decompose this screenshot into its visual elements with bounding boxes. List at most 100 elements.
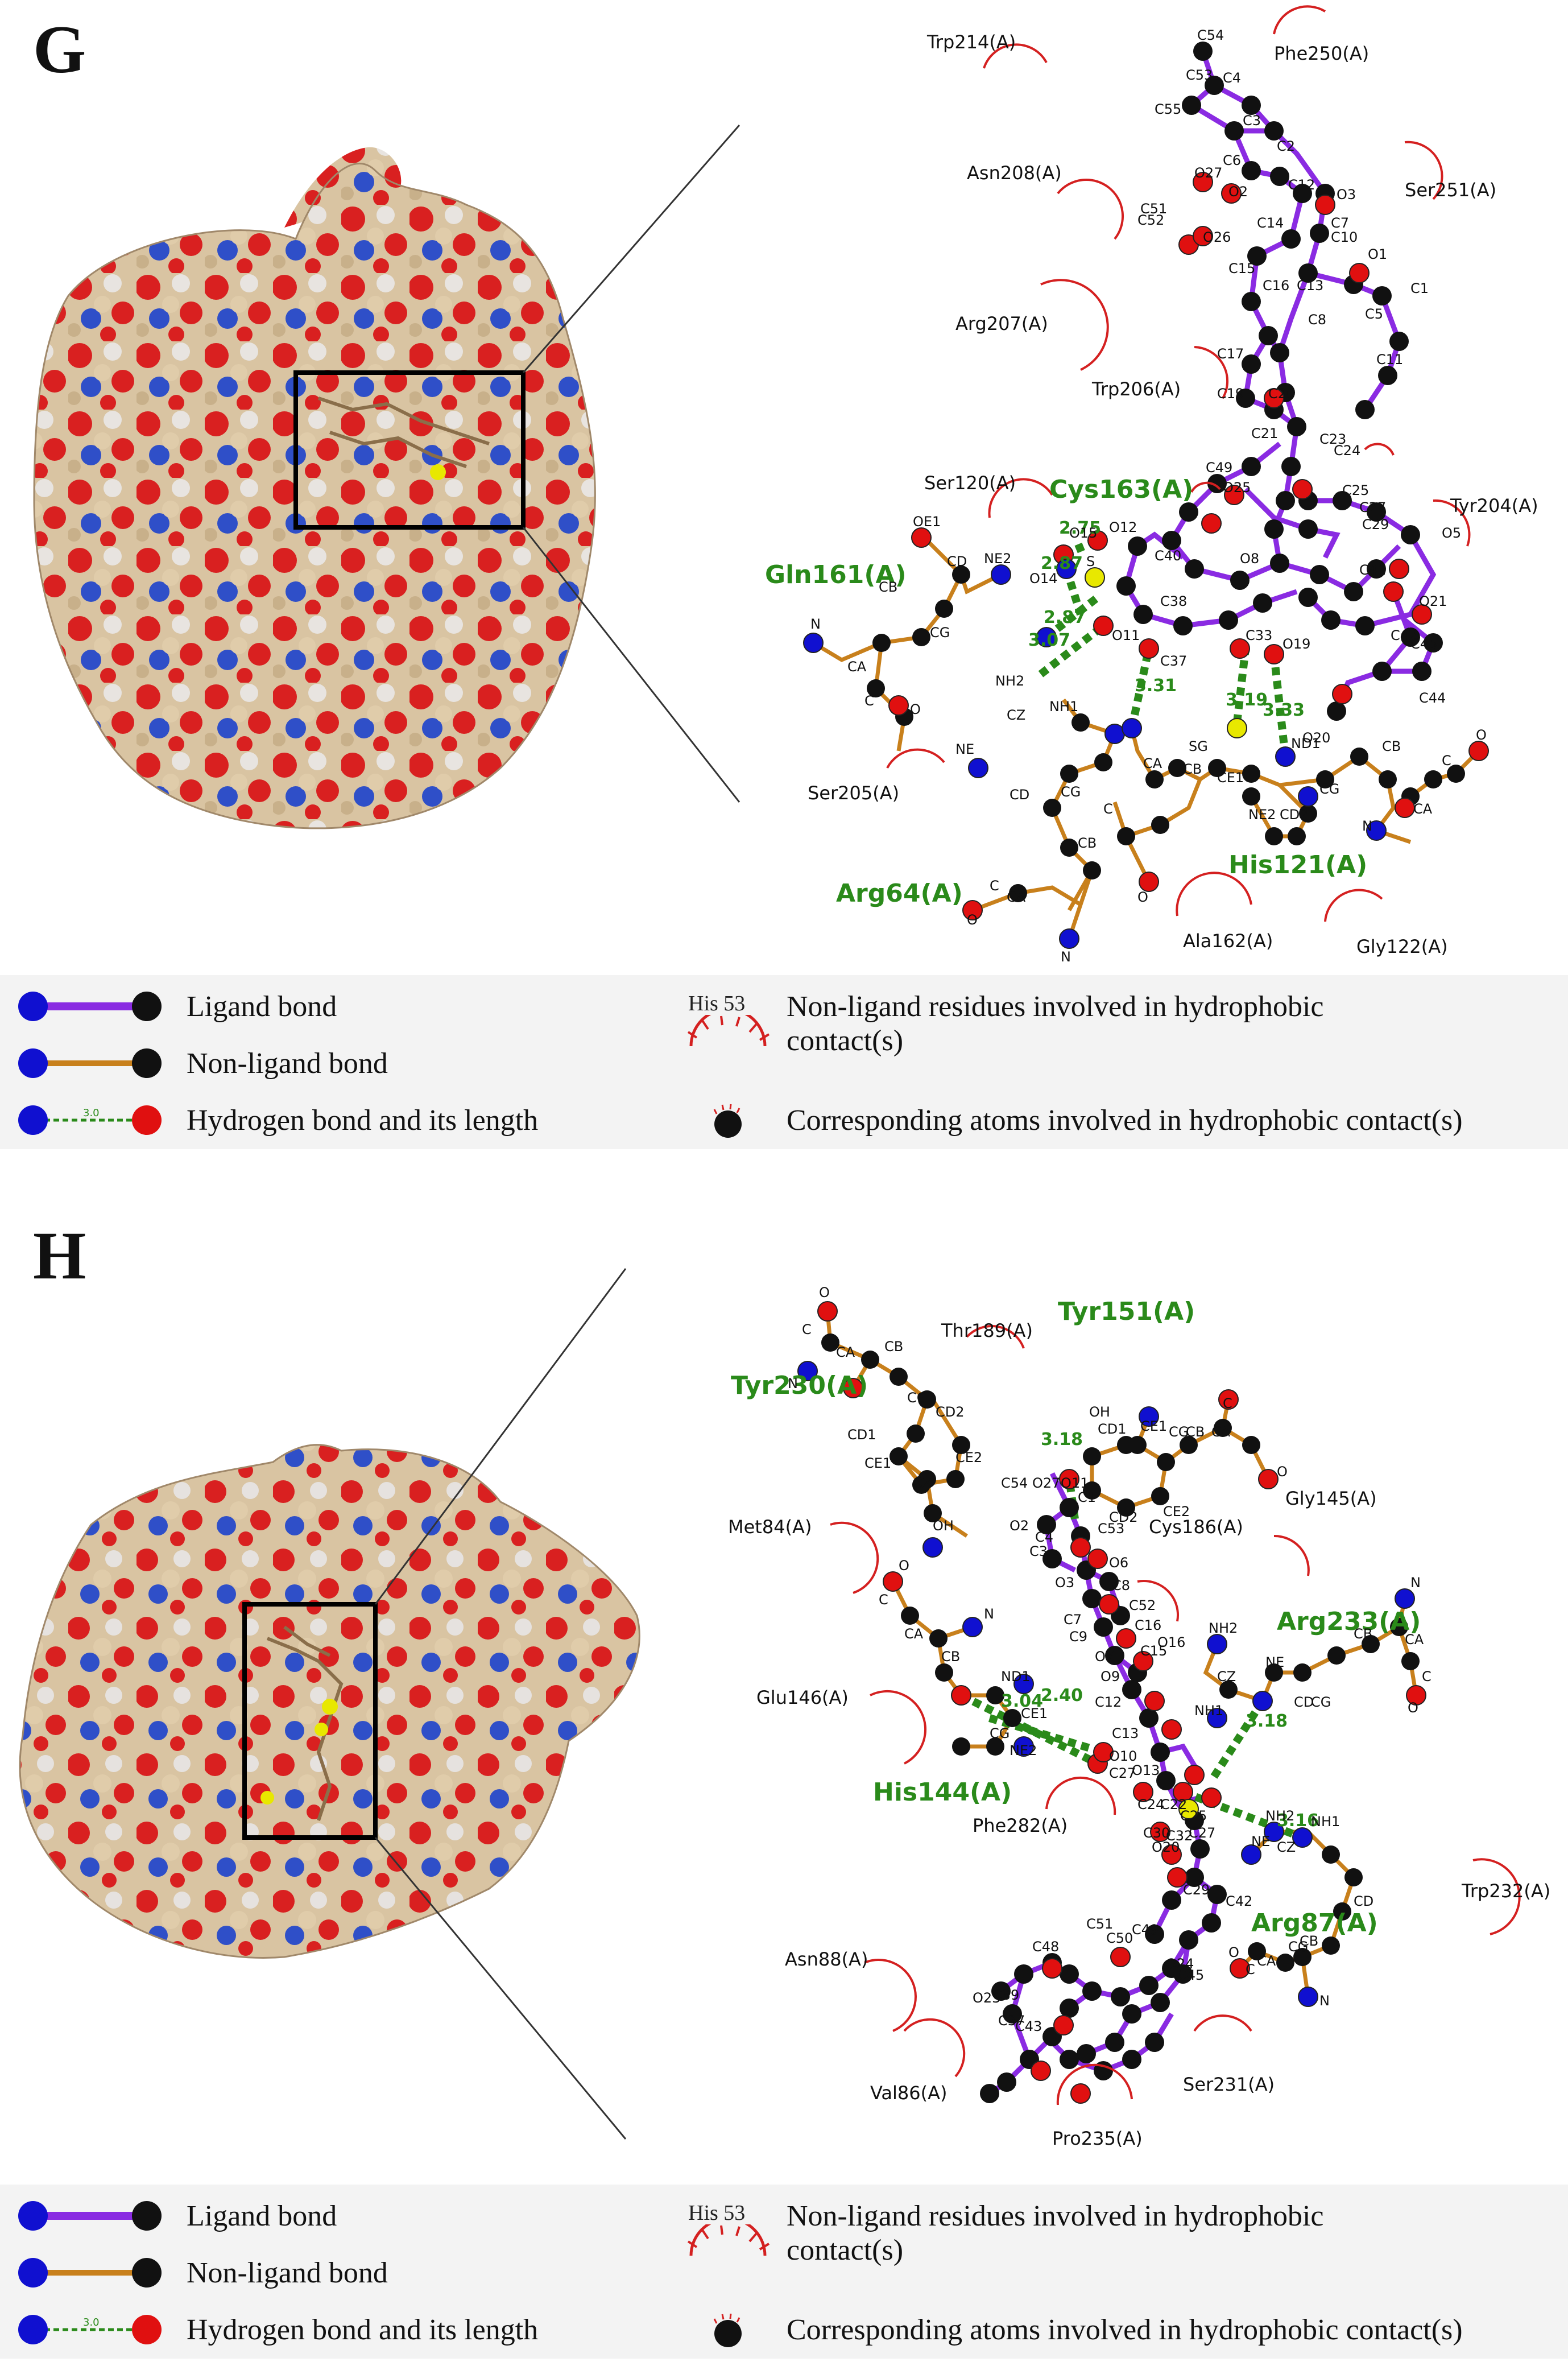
panel-letter-g: G: [33, 11, 86, 87]
svg-text:O: O: [899, 1558, 909, 1574]
svg-text:N: N: [1061, 949, 1071, 965]
svg-text:O: O: [1476, 727, 1487, 743]
svg-text:NE2: NE2: [1248, 807, 1276, 823]
svg-text:3.18: 3.18: [1041, 1430, 1083, 1450]
legend-hydrophobic-residues-h: His 53 Non-ligand residues involved in h…: [682, 2196, 1547, 2281]
svg-text:C: C: [1246, 1962, 1255, 1977]
svg-text:OH: OH: [1089, 1404, 1110, 1420]
svg-text:O16: O16: [1157, 1634, 1185, 1650]
svg-text:C49: C49: [1206, 460, 1232, 476]
svg-text:C2: C2: [1277, 138, 1295, 154]
residue-tyr230: Tyr230(A): [731, 1371, 868, 1400]
hydrophobic-arcs-g: [886, 5, 1471, 922]
svg-text:CD: CD: [1294, 1694, 1314, 1710]
svg-text:C16: C16: [1135, 1617, 1161, 1633]
svg-text:O27: O27: [1032, 1475, 1060, 1491]
svg-text:CG: CG: [1169, 1424, 1189, 1440]
svg-text:C1: C1: [1078, 1489, 1096, 1505]
svg-text:2.75: 2.75: [1059, 518, 1101, 538]
svg-text:Trp214(A): Trp214(A): [926, 31, 1016, 53]
svg-text:3.33: 3.33: [1263, 700, 1305, 720]
legend-non-ligand-bond-h: Non-ligand bond: [16, 2253, 670, 2293]
svg-text:C4: C4: [1035, 1529, 1053, 1545]
svg-text:NE: NE: [1265, 1654, 1284, 1670]
svg-text:O5: O5: [1442, 525, 1461, 541]
svg-text:CG: CG: [990, 1725, 1010, 1741]
hydrophobic-arcs-h: [830, 1325, 1521, 2105]
legend-hbond-h: 3.0 Hydrogen bond and its length: [16, 2310, 670, 2350]
svg-text:CB: CB: [1186, 1424, 1205, 1440]
legend-hydrophobic-atoms: Corresponding atoms involved in hydropho…: [682, 1100, 1547, 1140]
svg-text:O14: O14: [1029, 571, 1057, 587]
svg-text:O2: O2: [1010, 1518, 1029, 1534]
svg-text:C9: C9: [1069, 1629, 1087, 1645]
svg-text:O19: O19: [1282, 636, 1310, 652]
svg-text:O9: O9: [1101, 1669, 1120, 1684]
svg-text:C3: C3: [1243, 113, 1261, 129]
svg-text:ND1: ND1: [1001, 1669, 1031, 1684]
svg-text:C19: C19: [1217, 386, 1244, 402]
svg-text:C27: C27: [1109, 1765, 1136, 1781]
svg-text:CE1: CE1: [1140, 1418, 1167, 1434]
svg-text:NE2: NE2: [1010, 1743, 1037, 1758]
svg-text:CB: CB: [1382, 738, 1401, 754]
svg-text:3.0: 3.0: [83, 1107, 100, 1119]
svg-text:CA: CA: [1405, 1632, 1424, 1648]
svg-text:C52: C52: [1137, 212, 1164, 228]
svg-text:C12: C12: [1095, 1694, 1122, 1710]
svg-text:CB: CB: [884, 1339, 903, 1355]
svg-text:3.07: 3.07: [1028, 630, 1070, 650]
svg-text:CD: CD: [1354, 1893, 1373, 1909]
svg-text:NE2: NE2: [984, 551, 1011, 567]
svg-text:N: N: [788, 1376, 798, 1392]
hydrophobic-atom-icon: [713, 1104, 742, 1138]
svg-text:O: O: [1277, 1464, 1288, 1480]
hbond-icon: 3.0: [18, 1105, 162, 1135]
svg-text:O: O: [1137, 889, 1148, 905]
svg-text:C15: C15: [1140, 1643, 1167, 1659]
svg-text:CD2: CD2: [1280, 807, 1309, 823]
svg-text:Trp206(A): Trp206(A): [1091, 378, 1181, 400]
svg-text:C54: C54: [1001, 1475, 1028, 1491]
svg-text:CZ: CZ: [913, 1475, 932, 1491]
svg-text:C11: C11: [1376, 352, 1403, 368]
svg-text:C53: C53: [1098, 1521, 1124, 1537]
svg-text:C15: C15: [1228, 261, 1255, 276]
svg-text:C13: C13: [1297, 278, 1323, 294]
svg-text:C24: C24: [1334, 443, 1360, 459]
legend-g: Ligand bond Non-ligand bond 3.0 Hydrogen…: [0, 975, 1568, 1149]
residue-labels-hydrophobic-g: Trp214(A) Phe250(A) Asn208(A) Ser251(A) …: [808, 31, 1538, 957]
protein-surface-g: [33, 125, 740, 829]
svg-text:Ser120(A): Ser120(A): [924, 472, 1016, 494]
svg-text:C30: C30: [1143, 1825, 1170, 1841]
svg-text:C25: C25: [1342, 482, 1369, 498]
svg-text:3.04: 3.04: [1001, 1691, 1043, 1711]
svg-text:C33: C33: [1246, 627, 1272, 643]
svg-text:C22: C22: [1160, 1797, 1187, 1812]
svg-text:Cys186(A): Cys186(A): [1149, 1516, 1243, 1538]
svg-text:Phe282(A): Phe282(A): [973, 1815, 1068, 1836]
svg-text:C16: C16: [1263, 278, 1289, 294]
svg-text:C38: C38: [1160, 593, 1187, 609]
svg-text:O11: O11: [1112, 627, 1140, 643]
svg-text:3.0: 3.0: [83, 2317, 100, 2328]
svg-text:C44: C44: [1419, 690, 1446, 706]
legend-hbond: 3.0 Hydrogen bond and its length: [16, 1100, 670, 1140]
svg-text:C7: C7: [1064, 1612, 1082, 1628]
svg-text:O15: O15: [1069, 525, 1097, 541]
svg-text:C37: C37: [1160, 653, 1187, 669]
svg-text:C27: C27: [1359, 499, 1386, 515]
svg-text:C53: C53: [1186, 67, 1213, 83]
hbond-labels-g: 2.752.872.87 3.073.313.193.33: [1028, 518, 1305, 720]
svg-text:2.87: 2.87: [1044, 608, 1086, 627]
svg-text:O7: O7: [1095, 1649, 1114, 1665]
svg-text:C25: C25: [1180, 1808, 1207, 1824]
svg-text:O24: O24: [1166, 1956, 1194, 1972]
svg-text:C1: C1: [1410, 280, 1429, 296]
svg-text:CD: CD: [1010, 787, 1029, 803]
svg-text:CB: CB: [941, 1649, 960, 1665]
interaction-diagram-h: 3.183.042.40 3.183.16 Tyr151(A) Tyr230(A…: [728, 1285, 1550, 2149]
svg-text:Ser205(A): Ser205(A): [808, 782, 899, 804]
hbond-icon: 3.0: [18, 2315, 162, 2344]
svg-text:C50: C50: [1106, 1930, 1133, 1946]
